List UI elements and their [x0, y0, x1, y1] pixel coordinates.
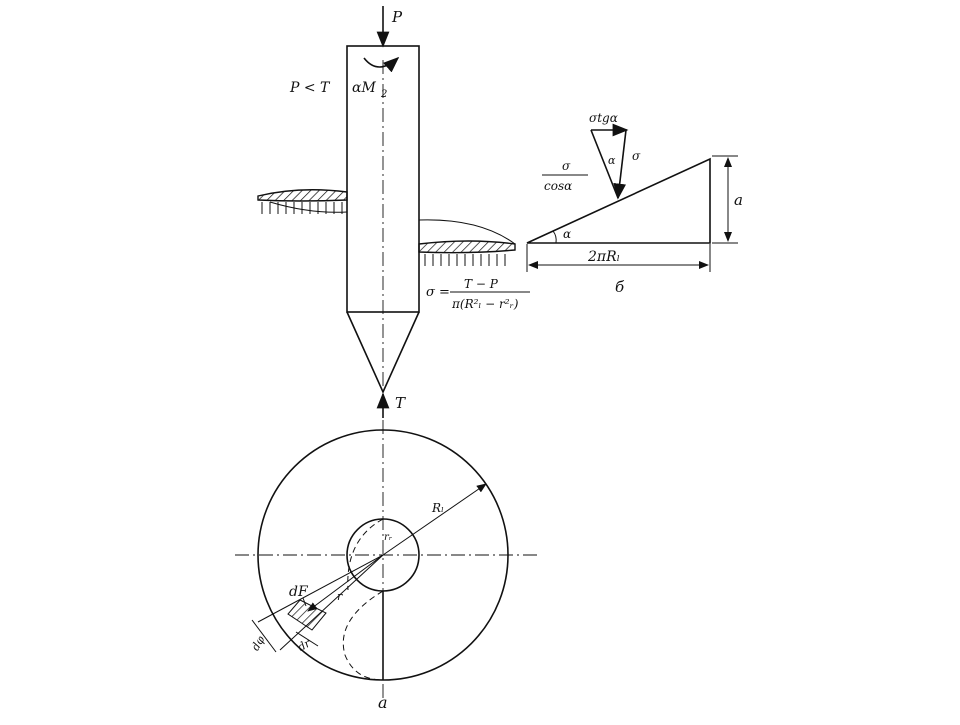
height-label: a: [734, 191, 743, 209]
sigma-lhs: σ =: [426, 285, 450, 300]
radial-line-1: [257, 554, 384, 623]
sigma-arrow: [613, 129, 627, 200]
right-blade: [418, 240, 516, 254]
dphi-dimension: [251, 619, 277, 653]
df-label: dF: [289, 584, 309, 600]
inner-radius-label: rᵣ: [384, 532, 393, 543]
sigma-cos-line: [590, 129, 619, 199]
sigma-denominator: π(R²ₗ − r²ᵣ): [451, 297, 519, 311]
plan-view-group: Rₗ rᵣ r dF dφ dr a: [235, 429, 540, 712]
incline-alpha-arc: [552, 230, 557, 244]
force-t-label: T: [395, 394, 406, 412]
incline-triangle: [526, 157, 711, 244]
section-label: a: [378, 693, 388, 712]
right-blade-curve: [418, 219, 516, 245]
moment-subscript: 2: [380, 89, 387, 100]
sigma-tg-label: σtgα: [589, 111, 618, 125]
dr-label: dr: [296, 636, 314, 654]
outer-radius-line: [382, 483, 487, 556]
radius-r-line: [307, 554, 384, 612]
left-blade: [257, 189, 348, 202]
df-leader: [302, 597, 307, 607]
area-element-df: [287, 599, 327, 631]
moment-label: αM: [352, 80, 376, 96]
sigma-cos-denominator: cosα: [544, 179, 572, 193]
sigma-cos-numerator: σ: [562, 159, 571, 173]
sigma-numerator: T − P: [464, 277, 499, 291]
spiral-curve: [342, 590, 384, 681]
load-p-label: P: [391, 8, 403, 26]
dr-dimension: [295, 631, 319, 647]
left-blade-curve: [269, 201, 348, 213]
outer-radius-label: Rₗ: [431, 501, 444, 515]
incline-alpha-label: α: [563, 227, 571, 241]
right-blade-pressure-arrows: [424, 254, 506, 266]
condition-label: P < T: [289, 80, 331, 96]
radius-r-label: r: [337, 590, 343, 603]
base-label: 2πRₗ: [587, 249, 620, 265]
moment-arc: [363, 56, 400, 73]
left-blade-pressure-arrows: [261, 202, 343, 214]
b-label: б: [615, 278, 625, 296]
shaft-group: P P < T αM 2: [257, 6, 530, 700]
radial-line-2: [279, 554, 384, 651]
force-alpha-label: α: [608, 154, 616, 167]
incline-group: α σtgα σ α σ cosα a 2πRₗ б: [526, 111, 743, 296]
spiral-curve-upper: [347, 518, 384, 591]
sigma-label: σ: [632, 149, 641, 163]
